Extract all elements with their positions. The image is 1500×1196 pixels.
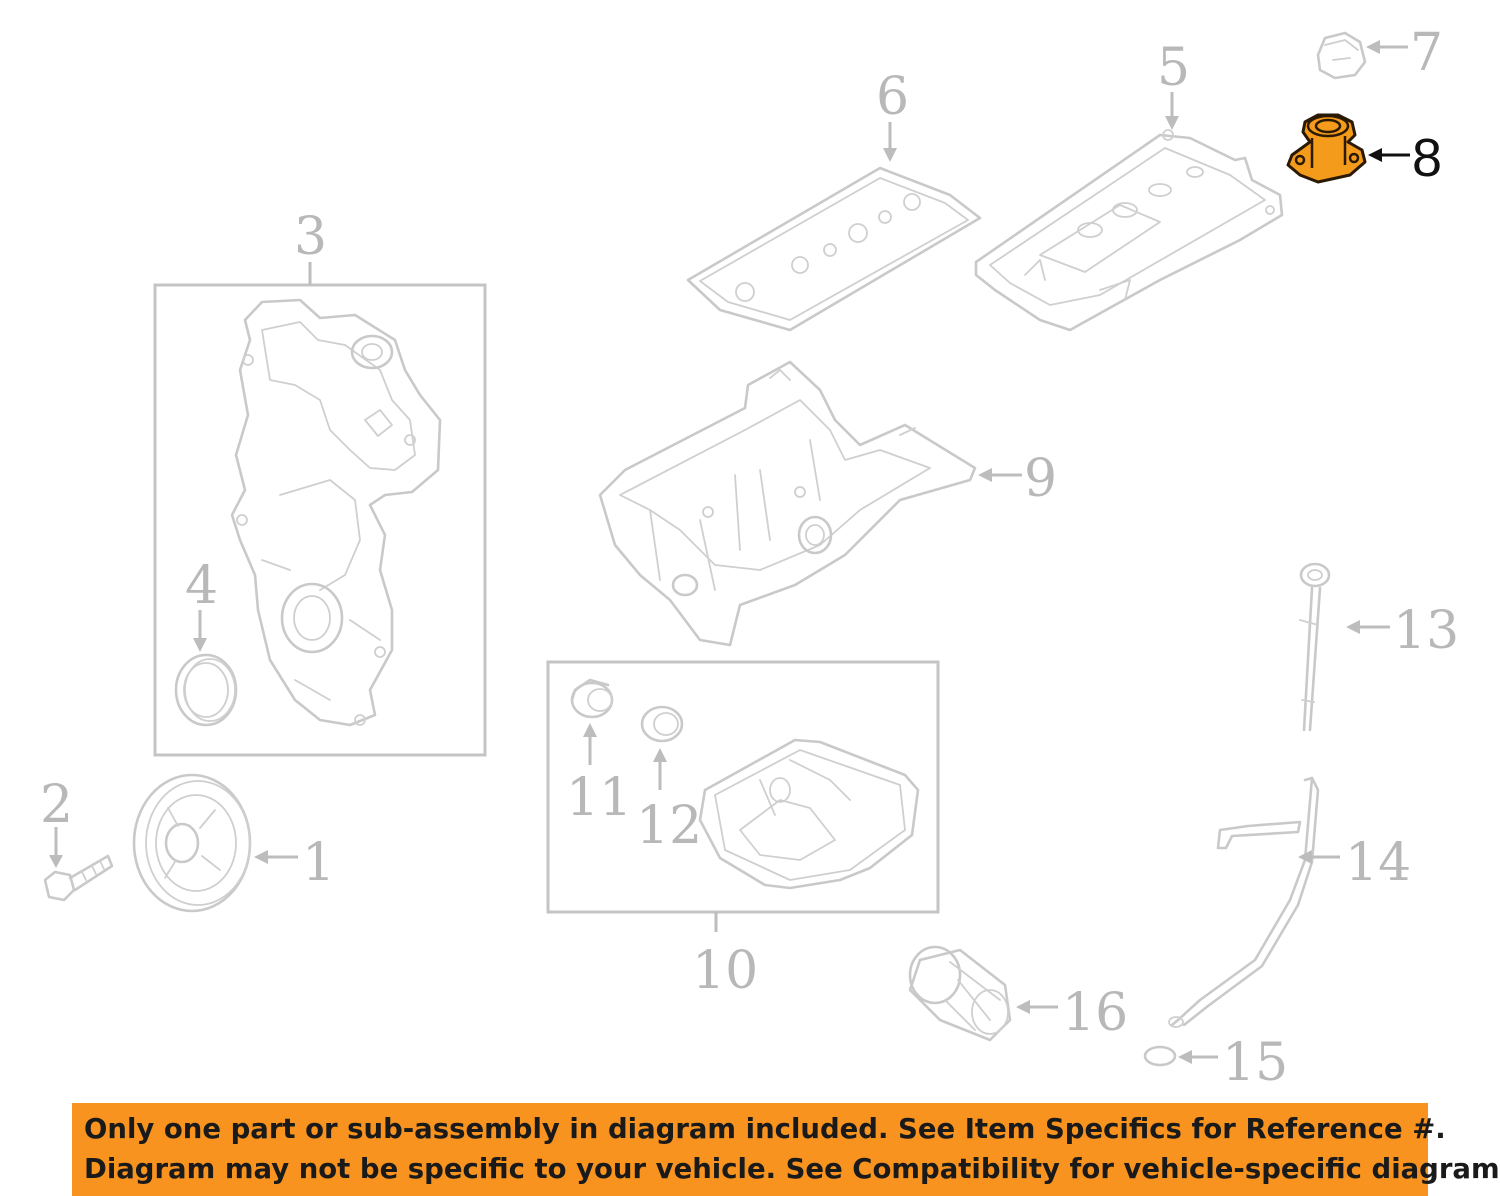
disclaimer-line-2: Diagram may not be specific to your vehi… [84, 1153, 1500, 1185]
part-5-valve-cover [974, 129, 1284, 332]
part-3-timing-cover [153, 262, 487, 757]
callout-12: 12 [636, 796, 702, 856]
part-16-oil-filter [908, 945, 1012, 1042]
callout-9: 9 [1024, 449, 1057, 509]
callout-3: 3 [294, 207, 327, 267]
part-12-seal-ring [640, 705, 684, 743]
callout-10: 10 [692, 941, 758, 1001]
callout-labels: 1 2 3 4 5 6 7 8 9 10 11 12 13 14 15 16 [40, 23, 1459, 1093]
callout-5: 5 [1157, 38, 1190, 98]
callout-2: 2 [40, 775, 73, 835]
callout-15: 15 [1222, 1033, 1288, 1093]
part-9-upper-oil-pan [598, 360, 977, 647]
callout-4: 4 [185, 556, 218, 616]
part-10-lower-oil-pan-group [546, 660, 940, 932]
part-4-front-seal [174, 653, 238, 727]
part-11-grommet [570, 678, 614, 719]
callout-16: 16 [1062, 983, 1128, 1043]
callout-8: 8 [1412, 128, 1442, 188]
part-14-dipstick-tube [1168, 776, 1320, 1028]
callout-7: 7 [1410, 23, 1443, 83]
part-1-crank-pulley [132, 773, 252, 913]
disclaimer-banner: Only one part or sub-assembly in diagram… [72, 1103, 1500, 1196]
callout-11: 11 [566, 768, 632, 828]
part-13-dipstick [1299, 562, 1331, 732]
part-6-valve-cover-gasket [686, 166, 982, 332]
callout-1: 1 [302, 833, 335, 893]
part-15-o-ring [1143, 1045, 1177, 1067]
callout-6: 6 [876, 67, 909, 127]
callout-14: 14 [1345, 833, 1411, 893]
part-7-oil-cap [1316, 31, 1367, 80]
part-8-highlighted [1286, 113, 1367, 184]
part-2-bolt [43, 854, 114, 902]
disclaimer-line-1: Only one part or sub-assembly in diagram… [84, 1113, 1446, 1145]
leaders [49, 40, 1410, 1064]
callout-13: 13 [1393, 601, 1459, 661]
